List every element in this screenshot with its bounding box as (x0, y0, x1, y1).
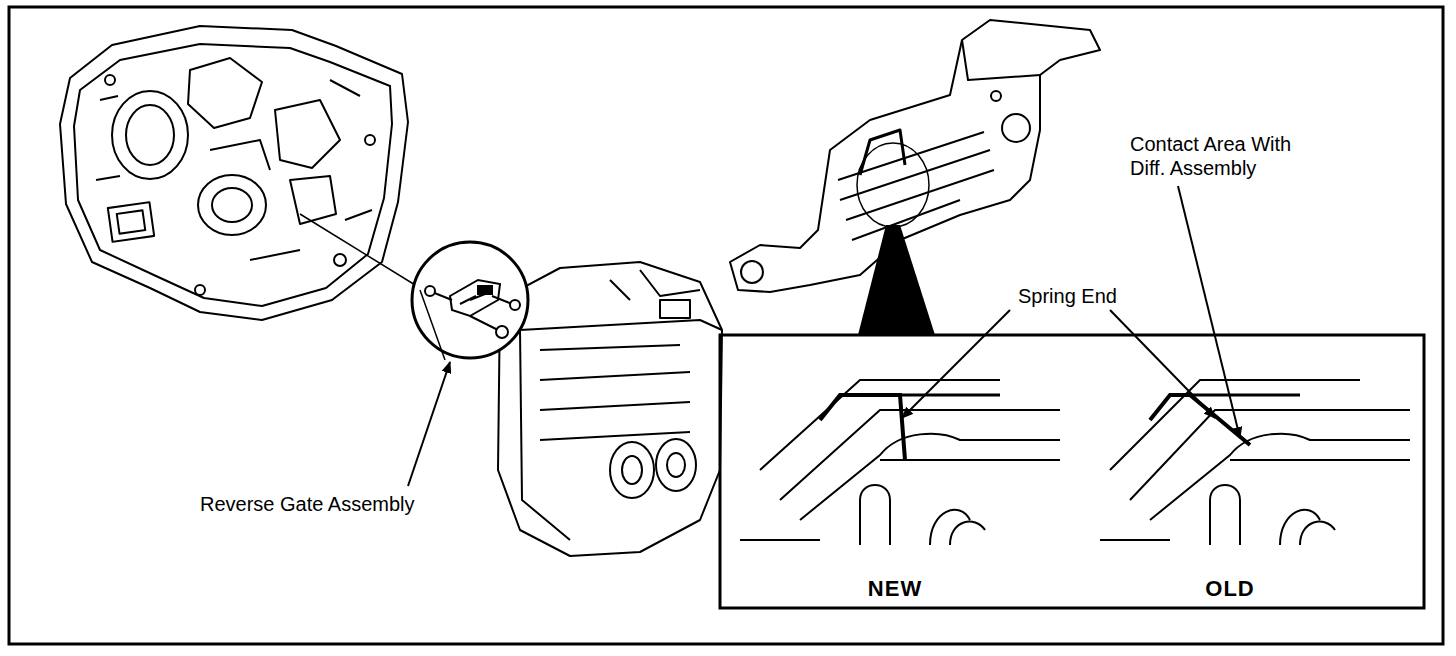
inset-frame (720, 335, 1424, 608)
part-label: Reverse Gate Assembly (200, 492, 415, 516)
leader-arrow (1178, 186, 1240, 438)
detail-wedge (858, 225, 935, 335)
transmission-case (498, 262, 722, 556)
part-label: Spring End (1018, 284, 1117, 308)
spring-new (740, 380, 1060, 545)
leader-arrow (902, 310, 1010, 418)
leader-line (300, 214, 420, 288)
state-label: OLD (1205, 577, 1254, 601)
leader-arrow (408, 362, 450, 486)
spring-old (1100, 380, 1410, 545)
frame (9, 7, 1443, 644)
state-label: NEW (868, 577, 922, 601)
leader-arrow (1110, 310, 1215, 418)
leader-line (420, 290, 445, 360)
detail-circle (412, 242, 528, 358)
reverse-gate-bracket (730, 20, 1100, 292)
transmission-case (60, 26, 408, 320)
part-label: Contact Area With Diff. Assembly (1130, 132, 1316, 180)
